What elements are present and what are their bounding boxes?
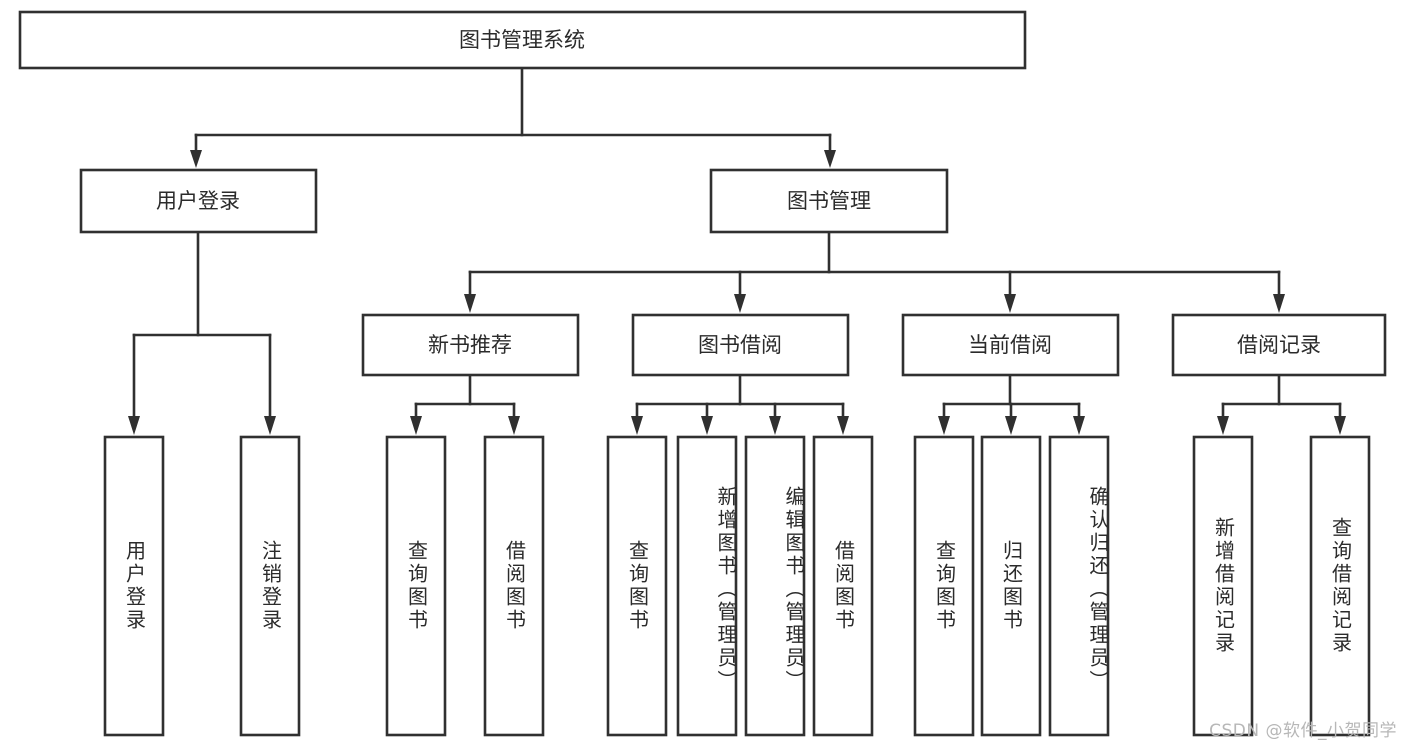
node-current-borrow-label: 当前借阅 xyxy=(968,333,1052,357)
node-book-borrow-label: 图书借阅 xyxy=(698,333,782,357)
node-leaf-borrow-book-2-box[interactable] xyxy=(812,435,874,737)
node-borrow-record-label: 借阅记录 xyxy=(1237,333,1321,357)
node-leaf-query-book-1-box[interactable] xyxy=(385,435,447,737)
node-leaf-add-book-box[interactable] xyxy=(676,435,738,737)
node-current-borrow[interactable]: 当前借阅 xyxy=(901,313,1120,377)
node-leaf-return-book-box[interactable] xyxy=(980,435,1042,737)
node-leaf-user-login-box[interactable] xyxy=(103,435,165,737)
node-leaf-confirm-return-box[interactable] xyxy=(1048,435,1110,737)
node-leaf-edit-book-box[interactable] xyxy=(744,435,806,737)
node-current-borrow-box[interactable] xyxy=(901,313,1120,377)
node-user-login[interactable]: 用户登录 xyxy=(79,168,318,234)
connector-current-borrow-to-leaves xyxy=(938,373,1085,435)
connector-book-manage-to-level3 xyxy=(464,230,1285,313)
node-book-borrow-box[interactable] xyxy=(631,313,850,377)
node-book-borrow[interactable]: 图书借阅 xyxy=(631,313,850,377)
node-book-manage[interactable]: 图书管理 xyxy=(709,168,949,234)
connector-book-borrow-to-leaves xyxy=(631,373,849,435)
node-new-book-recommend[interactable]: 新书推荐 xyxy=(361,313,580,377)
node-book-manage-label: 图书管理 xyxy=(787,189,871,213)
connector-user-login-to-leaves xyxy=(128,230,276,435)
node-borrow-record-box[interactable] xyxy=(1171,313,1387,377)
node-new-book-recommend-box[interactable] xyxy=(361,313,580,377)
node-root[interactable]: 图书管理系统 xyxy=(18,10,1027,70)
connector-new-book-recommend-to-leaves xyxy=(410,373,520,435)
node-leaf-add-record-box[interactable] xyxy=(1192,435,1254,737)
connector-borrow-record-to-leaves xyxy=(1217,373,1346,435)
node-leaf-query-book-2-box[interactable] xyxy=(606,435,668,737)
csdn-watermark: CSDN @软件_小贺同学 xyxy=(1209,721,1397,741)
node-user-login-label: 用户登录 xyxy=(156,189,240,213)
node-leaf-query-book-3-box[interactable] xyxy=(913,435,975,737)
node-borrow-record[interactable]: 借阅记录 xyxy=(1171,313,1387,377)
node-root-label: 图书管理系统 xyxy=(459,28,585,52)
node-leaf-borrow-book-1-box[interactable] xyxy=(483,435,545,737)
connector-root-to-level2 xyxy=(190,66,836,168)
node-leaf-query-record-box[interactable] xyxy=(1309,435,1371,737)
node-leaf-user-logout-box[interactable] xyxy=(239,435,301,737)
node-new-book-recommend-label: 新书推荐 xyxy=(428,333,512,357)
node-book-manage-box[interactable] xyxy=(709,168,949,234)
node-user-login-box[interactable] xyxy=(79,168,318,234)
node-root-box[interactable] xyxy=(18,10,1027,70)
